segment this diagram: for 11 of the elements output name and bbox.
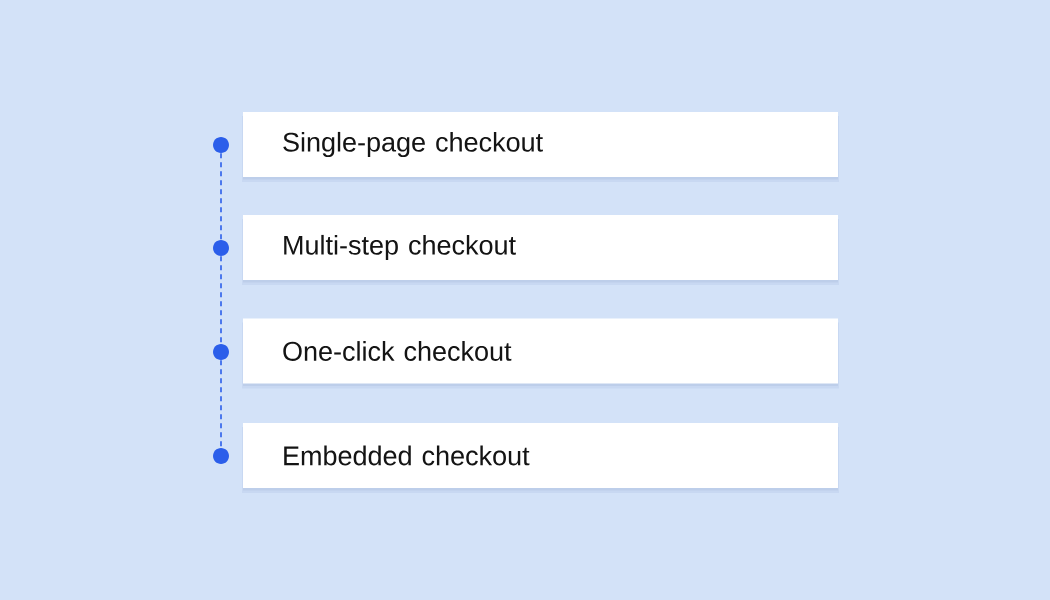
- dashed-line: [220, 152, 222, 241]
- dashed-line: [220, 255, 222, 345]
- option-box: Embedded checkout: [242, 423, 839, 493]
- timeline-dot: [213, 344, 229, 360]
- dashed-line: [220, 359, 222, 449]
- option-box: Single-page checkout: [242, 112, 839, 182]
- timeline-dot: [213, 240, 229, 256]
- option-box: Multi-step checkout: [242, 215, 839, 285]
- timeline-dot: [213, 137, 229, 153]
- option-box: One-click checkout: [242, 318, 839, 389]
- timeline-dot: [213, 448, 229, 464]
